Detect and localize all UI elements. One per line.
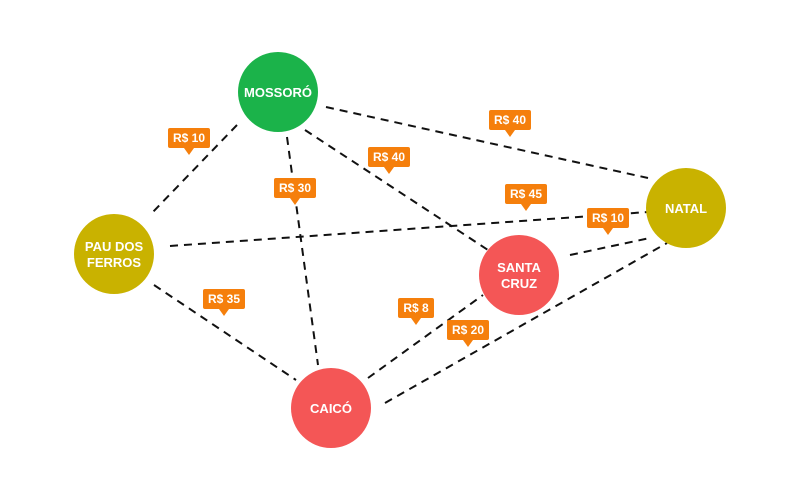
city-label: CRUZ bbox=[501, 276, 537, 291]
route-line-santacruz-natal bbox=[569, 237, 651, 256]
city-label: PAU DOS bbox=[85, 239, 144, 254]
price-tag: R$ 10 bbox=[587, 208, 629, 235]
price-tag-box bbox=[274, 178, 316, 198]
route-line-mossoro-pau bbox=[149, 124, 238, 216]
price-tag-pointer bbox=[521, 204, 531, 211]
price-label: R$ 35 bbox=[208, 292, 240, 306]
price-label: R$ 45 bbox=[510, 187, 542, 201]
route-line-mossoro-caico bbox=[286, 136, 319, 366]
price-tag-box bbox=[203, 289, 245, 309]
price-tag-pointer bbox=[384, 167, 394, 174]
price-tag-pointer bbox=[505, 130, 515, 137]
price-label: R$ 30 bbox=[279, 181, 311, 195]
price-tags-layer: R$ 10 R$ 40 R$ 40 R$ 30 R$ 45 R$ 35 R$ 10 R$ 8 R… bbox=[168, 110, 629, 347]
price-label: R$ 8 bbox=[403, 301, 429, 315]
price-tag: R$ 40 bbox=[489, 110, 531, 137]
city-circle bbox=[238, 52, 318, 132]
city-circle bbox=[291, 368, 371, 448]
city-circle bbox=[646, 168, 726, 248]
route-line-caico-santacruz bbox=[367, 294, 484, 379]
city-label: CAICÓ bbox=[310, 401, 352, 416]
price-tag-box bbox=[587, 208, 629, 228]
city-circle bbox=[74, 214, 154, 294]
price-label: R$ 40 bbox=[373, 150, 405, 164]
price-tag-box bbox=[447, 320, 489, 340]
route-line-mossoro-natal bbox=[325, 106, 649, 179]
price-label: R$ 10 bbox=[173, 131, 205, 145]
price-tag-pointer bbox=[603, 228, 613, 235]
price-tag-pointer bbox=[463, 340, 473, 347]
route-line-caico-natal bbox=[384, 242, 668, 404]
route-line-pau-caico bbox=[153, 284, 297, 381]
price-tag-pointer bbox=[184, 148, 194, 155]
route-line-mossoro-santacruz bbox=[304, 129, 489, 251]
price-tag-box bbox=[368, 147, 410, 167]
city-label: FERROS bbox=[87, 255, 142, 270]
price-label: R$ 20 bbox=[452, 323, 484, 337]
price-tag: R$ 45 bbox=[505, 184, 547, 211]
price-tag: R$ 8 bbox=[398, 298, 434, 325]
price-tag-pointer bbox=[290, 198, 300, 205]
price-tag-box bbox=[505, 184, 547, 204]
city-circle bbox=[479, 235, 559, 315]
edges-layer bbox=[149, 106, 668, 404]
city-label: SANTA bbox=[497, 260, 541, 275]
price-label: R$ 10 bbox=[592, 211, 624, 225]
city-node-mossoro: MOSSORÓ bbox=[238, 52, 318, 132]
route-line-pau-natal bbox=[169, 211, 649, 247]
price-tag: R$ 10 bbox=[168, 128, 210, 155]
price-label: R$ 40 bbox=[494, 113, 526, 127]
price-tag: R$ 35 bbox=[203, 289, 245, 316]
city-label: MOSSORÓ bbox=[244, 85, 312, 100]
price-tag-pointer bbox=[411, 318, 421, 325]
price-tag: R$ 20 bbox=[447, 320, 489, 347]
price-tag: R$ 30 bbox=[274, 178, 316, 205]
price-tag: R$ 40 bbox=[368, 147, 410, 174]
city-node-natal: NATAL bbox=[646, 168, 726, 248]
city-label: NATAL bbox=[665, 201, 707, 216]
city-node-caico: CAICÓ bbox=[291, 368, 371, 448]
price-tag-box bbox=[168, 128, 210, 148]
price-tag-box bbox=[398, 298, 434, 318]
price-tag-pointer bbox=[219, 309, 229, 316]
price-tag-box bbox=[489, 110, 531, 130]
